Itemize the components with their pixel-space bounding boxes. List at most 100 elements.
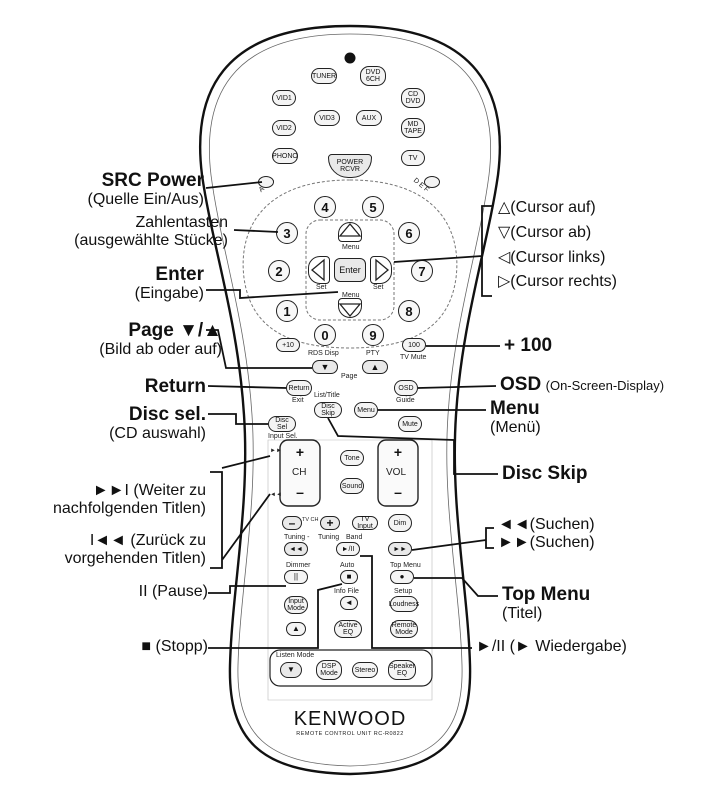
osd-button[interactable]: OSD xyxy=(394,380,418,396)
number-0-button[interactable]: 0 xyxy=(314,324,336,346)
guide-caption: Guide xyxy=(396,397,415,404)
prev-track-line1: I◄◄ (Zurück zu xyxy=(89,532,206,549)
enter-button[interactable]: Enter xyxy=(334,258,366,282)
top-menu-sub: (Titel) xyxy=(502,605,543,623)
osd-title: OSD xyxy=(500,374,542,395)
number-4-button[interactable]: 4 xyxy=(314,196,336,218)
remote-mode-button[interactable]: Remote Mode xyxy=(390,620,418,638)
disc-skip-button[interactable]: Disc Skip xyxy=(314,402,342,418)
list-title-caption: List/Title xyxy=(314,392,340,399)
enter-title: Enter xyxy=(155,264,204,285)
tuning-caption: Tuning xyxy=(318,534,340,541)
disc-sel-button[interactable]: Disc Sel xyxy=(268,416,296,432)
tv-input-button[interactable]: TV Input xyxy=(352,516,378,530)
rds-disp-caption: RDS Disp xyxy=(308,350,339,357)
aux-button[interactable]: AUX xyxy=(356,110,382,126)
osd-label: OSD (On-Screen-Display) xyxy=(500,374,664,395)
speaker-eq-button[interactable]: Speaker EQ xyxy=(388,660,416,680)
cursor-up-button[interactable] xyxy=(338,222,362,242)
dsp-mode-button[interactable]: DSP Mode xyxy=(316,660,342,680)
cd-dvd-button[interactable]: CD DVD xyxy=(401,88,425,108)
number-5-button[interactable]: 5 xyxy=(362,196,384,218)
ir-sensor-icon xyxy=(344,52,356,64)
dim-button[interactable]: Dim xyxy=(388,514,412,532)
plus100-text: + 100 xyxy=(504,335,553,356)
src-power-right-button[interactable] xyxy=(424,176,440,188)
stop-button[interactable]: ■ xyxy=(340,570,358,584)
listen-mode-down-button[interactable]: ▼ xyxy=(280,662,302,678)
mute-button[interactable]: Mute xyxy=(398,416,422,432)
phono-button[interactable]: PHONO xyxy=(272,148,298,164)
page-label: Page ▼/▲ (Bild ab oder auf) xyxy=(99,320,222,359)
tone-button[interactable]: Tone xyxy=(340,450,364,466)
prev-track-line2: vorgehenden Titlen) xyxy=(64,549,206,567)
input-mode-button[interactable]: Input Mode xyxy=(284,596,308,614)
number-3-button[interactable]: 3 xyxy=(276,222,298,244)
listen-mode-panel xyxy=(269,649,433,687)
play-text: ►/II (► Wiedergabe) xyxy=(476,638,627,655)
tuner-button[interactable]: TUNER xyxy=(311,68,337,84)
stop-text: ■ (Stopp) xyxy=(141,638,208,655)
md-tape-button[interactable]: MD TAPE xyxy=(401,118,425,138)
fast-forward-button[interactable]: ►► xyxy=(388,542,412,556)
hundred-button[interactable]: 100 xyxy=(402,338,426,352)
vid2-button[interactable]: VID2 xyxy=(272,120,296,136)
number-1-button[interactable]: 1 xyxy=(276,300,298,322)
vol-minus-button[interactable]: – xyxy=(394,484,402,500)
tv-ch-plus-button[interactable]: + xyxy=(320,516,340,530)
vol-plus-button[interactable]: + xyxy=(393,444,403,460)
menu-label: Menu (Menü) xyxy=(490,398,541,437)
cursor-down-button[interactable] xyxy=(338,298,362,318)
dvd-6ch-button[interactable]: DVD 6CH xyxy=(360,66,386,86)
menu-button[interactable]: Menu xyxy=(354,402,378,418)
setup-caption: Setup xyxy=(394,588,413,595)
number-6-button[interactable]: 6 xyxy=(398,222,420,244)
number-2-button[interactable]: 2 xyxy=(268,260,290,282)
cursor-right-button[interactable] xyxy=(370,256,392,284)
info-file-button[interactable]: ◄ xyxy=(340,596,358,610)
enter-sub: (Eingabe) xyxy=(134,285,204,303)
ch-minus-button[interactable]: – xyxy=(296,484,304,500)
stereo-button[interactable]: Stereo xyxy=(352,662,378,678)
sound-button[interactable]: Sound xyxy=(340,478,364,494)
zahlen-label: Zahlentasten (ausgewählte Stücke) xyxy=(74,214,228,250)
vid3-button[interactable]: VID3 xyxy=(314,110,340,126)
zahlen-sub: (ausgewählte Stücke) xyxy=(74,231,228,249)
pause-button[interactable]: || xyxy=(284,570,308,584)
tv-ch-caption: TV CH xyxy=(302,517,319,523)
number-7-button[interactable]: 7 xyxy=(411,260,433,282)
number-8-button[interactable]: 8 xyxy=(398,300,420,322)
cursor-left-label: ◁(Cursor links) xyxy=(498,248,606,266)
rewind-button[interactable]: ◄◄ xyxy=(284,542,308,556)
pty-caption: PTY xyxy=(366,350,380,357)
disc-skip-label: Disc Skip xyxy=(502,463,588,484)
top-menu-button[interactable]: ● xyxy=(390,570,414,584)
search-labels: ◄◄(Suchen) ►►(Suchen) xyxy=(498,516,595,552)
src-power-sub: (Quelle Ein/Aus) xyxy=(87,191,205,209)
src-power-label: SRC Power (Quelle Ein/Aus) xyxy=(88,170,205,209)
vid1-button[interactable]: VID1 xyxy=(272,90,296,106)
prev-track-label: I◄◄ (Zurück zu vorgehenden Titlen) xyxy=(65,532,206,568)
ch-plus-button[interactable]: + xyxy=(295,444,305,460)
tv-mute-caption: TV Mute xyxy=(400,354,427,361)
next-track-line2: nachfolgenden Titlen) xyxy=(53,499,206,517)
src-power-left-button[interactable] xyxy=(258,176,274,188)
return-button[interactable]: Return xyxy=(286,380,312,396)
cursor-down-label: ▽(Cursor ab) xyxy=(498,223,592,241)
tv-ch-minus-button[interactable]: – xyxy=(282,516,302,530)
loudness-button[interactable]: Loudness xyxy=(389,596,419,612)
plus10-button[interactable]: +10 xyxy=(276,338,300,352)
cursor-up-small-button[interactable]: ▲ xyxy=(286,622,306,636)
page-up-button[interactable]: ▲ xyxy=(362,360,388,374)
number-9-button[interactable]: 9 xyxy=(362,324,384,346)
disc-sel-title: Disc sel. xyxy=(128,404,206,425)
tv-button[interactable]: TV xyxy=(401,150,425,166)
zahlen-title: Zahlentasten xyxy=(135,214,228,231)
active-eq-button[interactable]: Active EQ xyxy=(334,620,362,638)
page-title: Page ▼/▲ xyxy=(128,320,222,341)
cursor-left-button[interactable] xyxy=(308,256,330,284)
auto-caption: Auto xyxy=(340,562,355,569)
page-down-button[interactable]: ▼ xyxy=(312,360,338,374)
play-pause-button[interactable]: ►/II xyxy=(336,542,360,556)
